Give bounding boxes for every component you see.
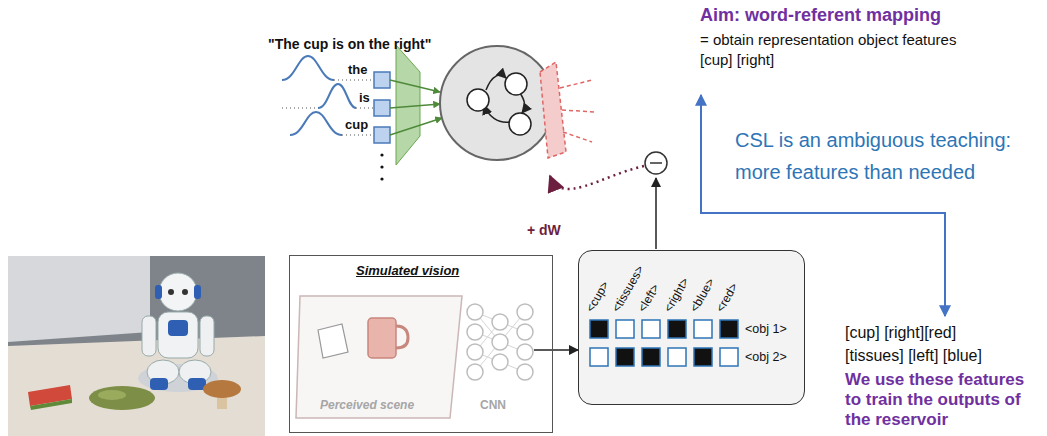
csl-note: CSL is an ambiguous teaching: more featu… <box>735 124 1035 188</box>
flow-arrow <box>553 349 578 351</box>
robot-photo <box>8 256 265 436</box>
scene-caption: Perceived scene <box>320 398 414 412</box>
object-features: [tissues] [left] [blue] <box>845 347 982 365</box>
network-caption: CNN <box>480 398 506 412</box>
panel-title: Simulated vision <box>356 263 459 278</box>
object-row-label: <obj 2> <box>745 349 787 365</box>
feature-column-label: <right> <box>661 275 693 315</box>
feature-column-label: <red> <box>713 280 742 315</box>
aim-text: = obtain representation object features <box>700 31 956 48</box>
feature-column-label: <left> <box>635 281 663 315</box>
feature-column-label: <cup> <box>583 279 613 315</box>
object-row-label: <obj 1> <box>745 321 787 337</box>
feature-matrix: <cup><tissues><left><right><blue><red><o… <box>578 250 805 405</box>
word-label: is <box>359 90 370 105</box>
training-note: We use these features to train the outpu… <box>845 370 1037 430</box>
object-features: [cup] [right][red] <box>845 324 956 342</box>
word-label: the <box>348 62 368 77</box>
weight-update-label: + dW <box>527 222 561 238</box>
vision-panel: Simulated visionPerceived scene CNN <box>289 255 553 433</box>
sentence-label: "The cup is on the right" <box>268 36 431 52</box>
word-label: cup <box>345 117 368 132</box>
aim-heading: Aim: word-referent mapping <box>700 5 941 26</box>
target-features: [cup] [right] <box>700 51 774 68</box>
